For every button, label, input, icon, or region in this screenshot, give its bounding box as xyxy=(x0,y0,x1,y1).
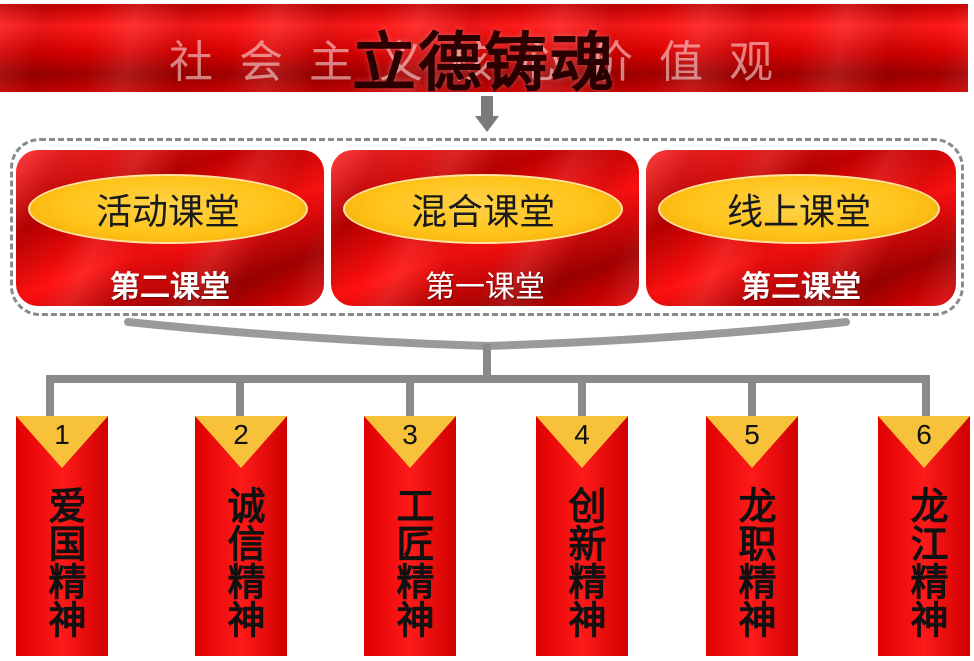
spirit-banner-2: 2 诚信精神 xyxy=(195,416,287,656)
classroom-label: 第三课堂 xyxy=(741,270,861,305)
spirit-label: 工匠精神 xyxy=(390,486,434,638)
arrow-shaft xyxy=(481,96,493,118)
branch-drop xyxy=(46,375,54,417)
spirit-banner-1: 1 爱国精神 xyxy=(16,416,108,656)
spirit-label: 爱国精神 xyxy=(42,486,86,638)
spirit-number: 6 xyxy=(916,419,932,450)
arrow-head xyxy=(475,116,499,132)
classroom-name-ellipse: 混合课堂 xyxy=(343,174,623,244)
classroom-card-activity: 活动课堂 第二课堂 xyxy=(16,150,324,306)
branch-bar xyxy=(46,375,930,383)
spirit-banner-6: 6 龙江精神 xyxy=(878,416,970,656)
branch-drop xyxy=(406,375,414,417)
spirit-banner-4: 4 创新精神 xyxy=(536,416,628,656)
number-triangle xyxy=(878,416,970,468)
number-triangle xyxy=(16,416,108,468)
brace-curve xyxy=(124,318,850,351)
spirit-banner-5: 5 龙职精神 xyxy=(706,416,798,656)
trunk-line xyxy=(483,344,491,378)
spirit-number: 3 xyxy=(402,419,418,450)
spirit-number: 4 xyxy=(574,419,590,450)
banner-subtitle: 社会主义核心价值观 xyxy=(169,37,799,88)
spirit-number: 5 xyxy=(744,419,760,450)
spirit-number: 1 xyxy=(54,419,70,450)
branch-drop xyxy=(236,375,244,417)
classroom-card-online: 线上课堂 第三课堂 xyxy=(646,150,956,306)
spirit-label: 诚信精神 xyxy=(221,486,265,638)
classroom-card-mixed: 混合课堂 第一课堂 xyxy=(331,150,639,306)
number-triangle xyxy=(364,416,456,468)
spirit-banner-3: 3 工匠精神 xyxy=(364,416,456,656)
banner-title: 立德铸魂 xyxy=(352,26,616,92)
title-banner: 社会主义核心价值观 立德铸魂 xyxy=(0,4,968,92)
classroom-name-ellipse: 线上课堂 xyxy=(658,174,940,244)
classroom-group-frame xyxy=(10,138,964,316)
branch-drop xyxy=(748,375,756,417)
number-triangle xyxy=(536,416,628,468)
classroom-label: 第二课堂 xyxy=(110,270,230,305)
classroom-name-ellipse: 活动课堂 xyxy=(28,174,308,244)
spirit-label: 创新精神 xyxy=(562,486,606,638)
branch-drop xyxy=(922,375,930,417)
number-triangle xyxy=(195,416,287,468)
number-triangle xyxy=(706,416,798,468)
spirit-label: 龙江精神 xyxy=(904,486,948,638)
spirit-label: 龙职精神 xyxy=(732,486,776,638)
branch-drop xyxy=(578,375,586,417)
classroom-label: 第一课堂 xyxy=(425,270,545,305)
spirit-number: 2 xyxy=(233,419,249,450)
